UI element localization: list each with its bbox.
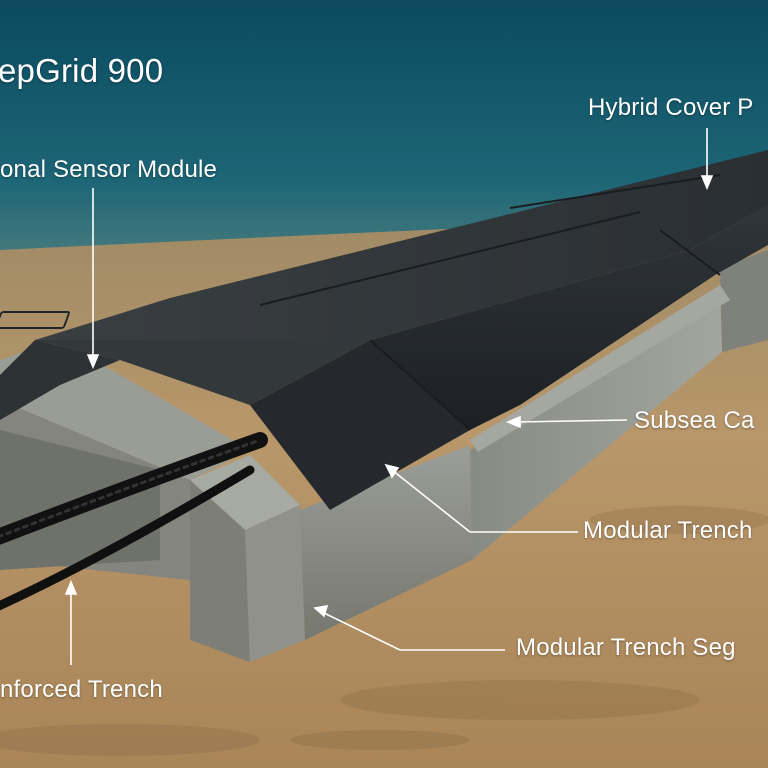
hybrid-cover <box>0 150 768 510</box>
label-modular-trench-segment: Modular Trench Seg <box>516 634 736 661</box>
label-reinforced-trench: nforced Trench <box>0 676 163 703</box>
label-hybrid-cover: Hybrid Cover P <box>588 94 754 121</box>
label-sensor-module: onal Sensor Module <box>0 156 218 183</box>
label-modular-trench: Modular Trench <box>583 517 753 544</box>
product-title: epGrid 900 <box>0 52 164 89</box>
leader-lines <box>64 128 714 665</box>
label-subsea-cable: Subsea Ca <box>634 407 755 434</box>
subsea-cables <box>0 432 268 611</box>
